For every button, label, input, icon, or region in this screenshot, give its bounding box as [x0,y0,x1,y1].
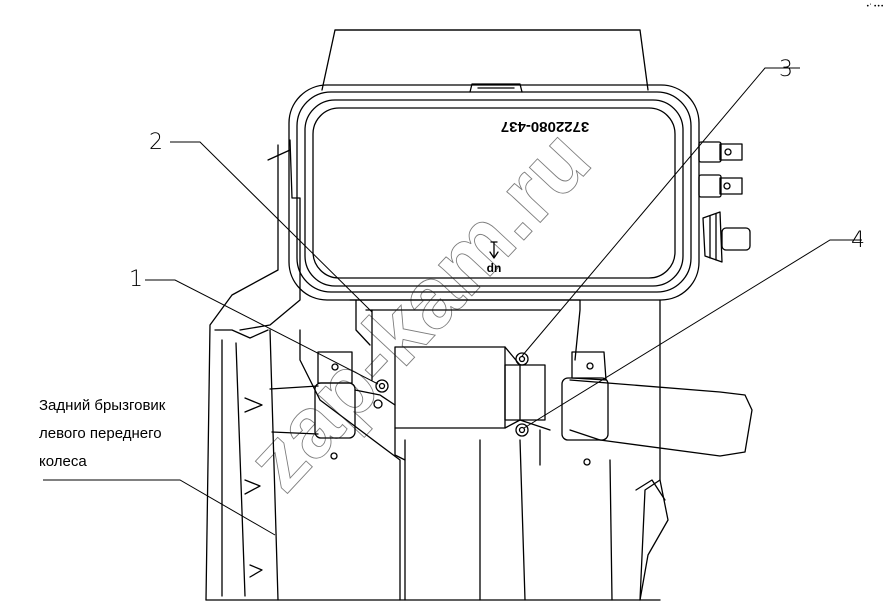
callout-number-3: 3 [779,57,793,82]
caption-line-1: Задний брызговик [39,397,166,414]
callout-number-2: 2 [149,130,163,155]
bolts-drawing [373,352,529,437]
bracket-drawing [349,299,581,466]
callout-number-4: 4 [851,228,865,253]
corner-mark: •’ ••• [866,3,884,10]
caption-line-3: колеса [39,453,87,470]
callout-number-1: 1 [129,267,143,292]
part-number-label: 3722080-437 [501,118,589,135]
housing-drawing [299,29,669,601]
mud-flap-caption: Задний брызговик левого переднего колеса [39,392,239,476]
hose-drawing [561,351,753,466]
dn-label: dn [487,261,502,275]
leader-lines [43,67,862,536]
caption-line-2: левого переднего [39,425,162,442]
clamp-drawing [269,351,396,460]
mud-flap-drawing [205,139,661,601]
terminals-drawing [698,141,751,263]
